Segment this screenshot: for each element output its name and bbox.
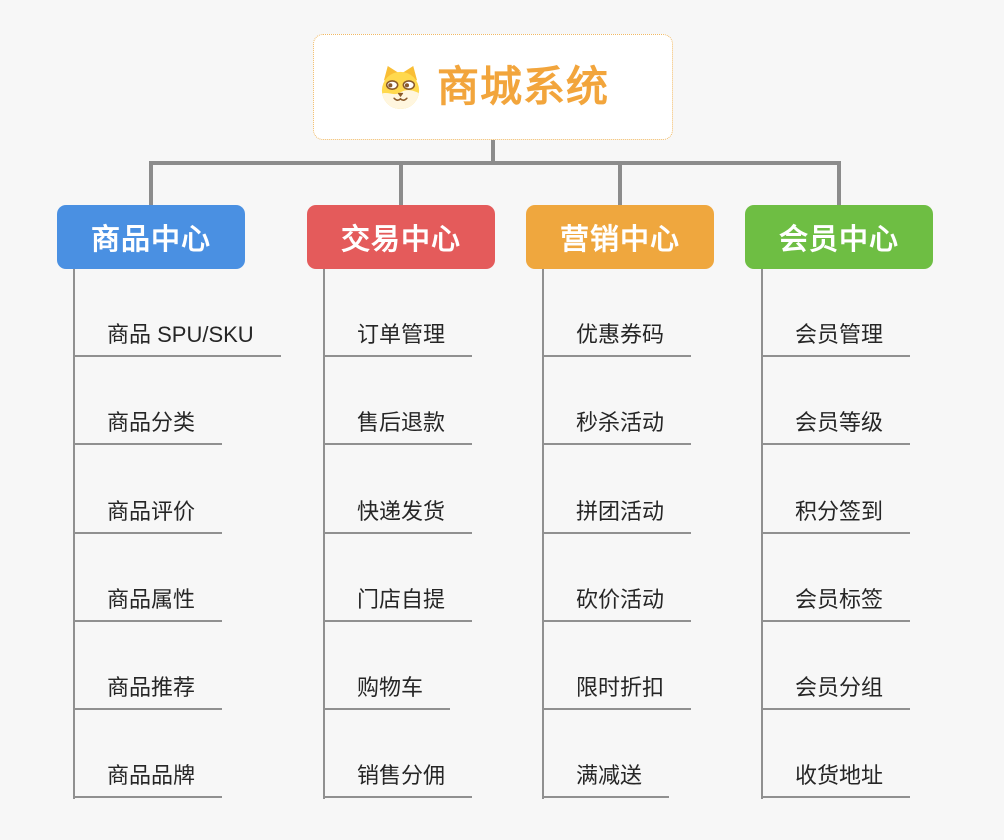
shiba-dog-icon — [381, 65, 420, 109]
leaf-item[interactable]: 商品推荐 — [75, 622, 223, 710]
connector-drop-product-center — [149, 165, 153, 205]
branch-label: 商品中心 — [90, 224, 211, 256]
leaf-label: 会员等级 — [795, 410, 884, 436]
leaf-label: 商品推荐 — [107, 674, 196, 700]
leaf-item[interactable]: 销售分佣 — [325, 710, 473, 799]
leaf-column-member-center: 会员管理会员等级积分签到会员标签会员分组收货地址 — [761, 269, 911, 799]
connector-drop-marketing-center — [618, 165, 622, 205]
leaf-label: 拼团活动 — [576, 498, 665, 524]
leaf-item[interactable]: 快递发货 — [325, 445, 473, 534]
branch-label: 会员中心 — [778, 224, 899, 256]
branch-node-product-center[interactable]: 商品中心 — [57, 205, 245, 269]
leaf-item[interactable]: 购物车 — [325, 622, 451, 710]
connector-bus — [149, 161, 841, 165]
leaf-label: 商品 SPU/SKU — [107, 322, 254, 348]
branch-label: 交易中心 — [340, 224, 461, 256]
branch-node-marketing-center[interactable]: 营销中心 — [526, 205, 714, 269]
branch-label: 营销中心 — [559, 224, 680, 256]
leaf-label: 优惠券码 — [576, 322, 665, 348]
leaf-item[interactable]: 限时折扣 — [544, 622, 692, 710]
leaf-label: 秒杀活动 — [576, 410, 665, 436]
leaf-item[interactable]: 会员标签 — [763, 534, 911, 622]
leaf-item[interactable]: 满减送 — [544, 710, 670, 799]
leaf-label: 快递发货 — [357, 498, 446, 524]
leaf-label: 销售分佣 — [357, 763, 446, 789]
leaf-label: 售后退款 — [357, 410, 446, 436]
leaf-label: 商品分类 — [107, 410, 196, 436]
leaf-column-marketing-center: 优惠券码秒杀活动拼团活动砍价活动限时折扣满减送 — [542, 269, 692, 799]
leaf-item[interactable]: 订单管理 — [325, 269, 473, 358]
leaf-label: 收货地址 — [795, 763, 884, 789]
leaf-item[interactable]: 砍价活动 — [544, 534, 692, 622]
leaf-label: 会员管理 — [795, 322, 884, 348]
leaf-item[interactable]: 商品品牌 — [75, 710, 223, 799]
leaf-item[interactable]: 会员等级 — [763, 357, 911, 446]
root-title: 商城系统 — [436, 63, 609, 110]
leaf-label: 商品品牌 — [107, 763, 196, 789]
leaf-label: 砍价活动 — [576, 586, 665, 612]
connector-drop-member-center — [837, 165, 841, 205]
leaf-item[interactable]: 商品属性 — [75, 534, 223, 622]
leaf-item[interactable]: 门店自提 — [325, 534, 473, 622]
leaf-label: 积分签到 — [795, 498, 884, 524]
leaf-item[interactable]: 秒杀活动 — [544, 357, 692, 446]
leaf-item[interactable]: 会员分组 — [763, 622, 911, 710]
leaf-column-product-center: 商品 SPU/SKU 商品分类商品评价商品属性商品推荐商品品牌 — [73, 269, 281, 799]
leaf-item[interactable]: 优惠券码 — [544, 269, 692, 358]
leaf-label: 限时折扣 — [576, 674, 665, 700]
branch-node-member-center[interactable]: 会员中心 — [745, 205, 933, 269]
branch-node-trade-center[interactable]: 交易中心 — [307, 205, 495, 269]
leaf-label: 满减送 — [576, 763, 643, 789]
leaf-label: 商品属性 — [107, 586, 196, 612]
leaf-label: 购物车 — [357, 674, 424, 700]
leaf-item[interactable]: 商品分类 — [75, 357, 223, 446]
leaf-item[interactable]: 商品评价 — [75, 445, 223, 534]
leaf-label: 订单管理 — [357, 322, 446, 348]
leaf-item[interactable]: 积分签到 — [763, 445, 911, 534]
leaf-label: 商品评价 — [107, 498, 196, 524]
leaf-label: 会员分组 — [795, 674, 884, 700]
leaf-item[interactable]: 拼团活动 — [544, 445, 692, 534]
root-node[interactable]: 商城系统 — [313, 34, 673, 140]
leaf-label: 门店自提 — [357, 586, 446, 612]
connector-root-stub — [491, 140, 495, 165]
leaf-item[interactable]: 商品 SPU/SKU — [75, 269, 281, 358]
leaf-column-trade-center: 订单管理售后退款快递发货门店自提购物车销售分佣 — [323, 269, 473, 799]
leaf-item[interactable]: 售后退款 — [325, 357, 473, 446]
leaf-label: 会员标签 — [795, 586, 884, 612]
leaf-item[interactable]: 会员管理 — [763, 269, 911, 358]
leaf-item[interactable]: 收货地址 — [763, 710, 911, 799]
connector-drop-trade-center — [399, 165, 403, 205]
